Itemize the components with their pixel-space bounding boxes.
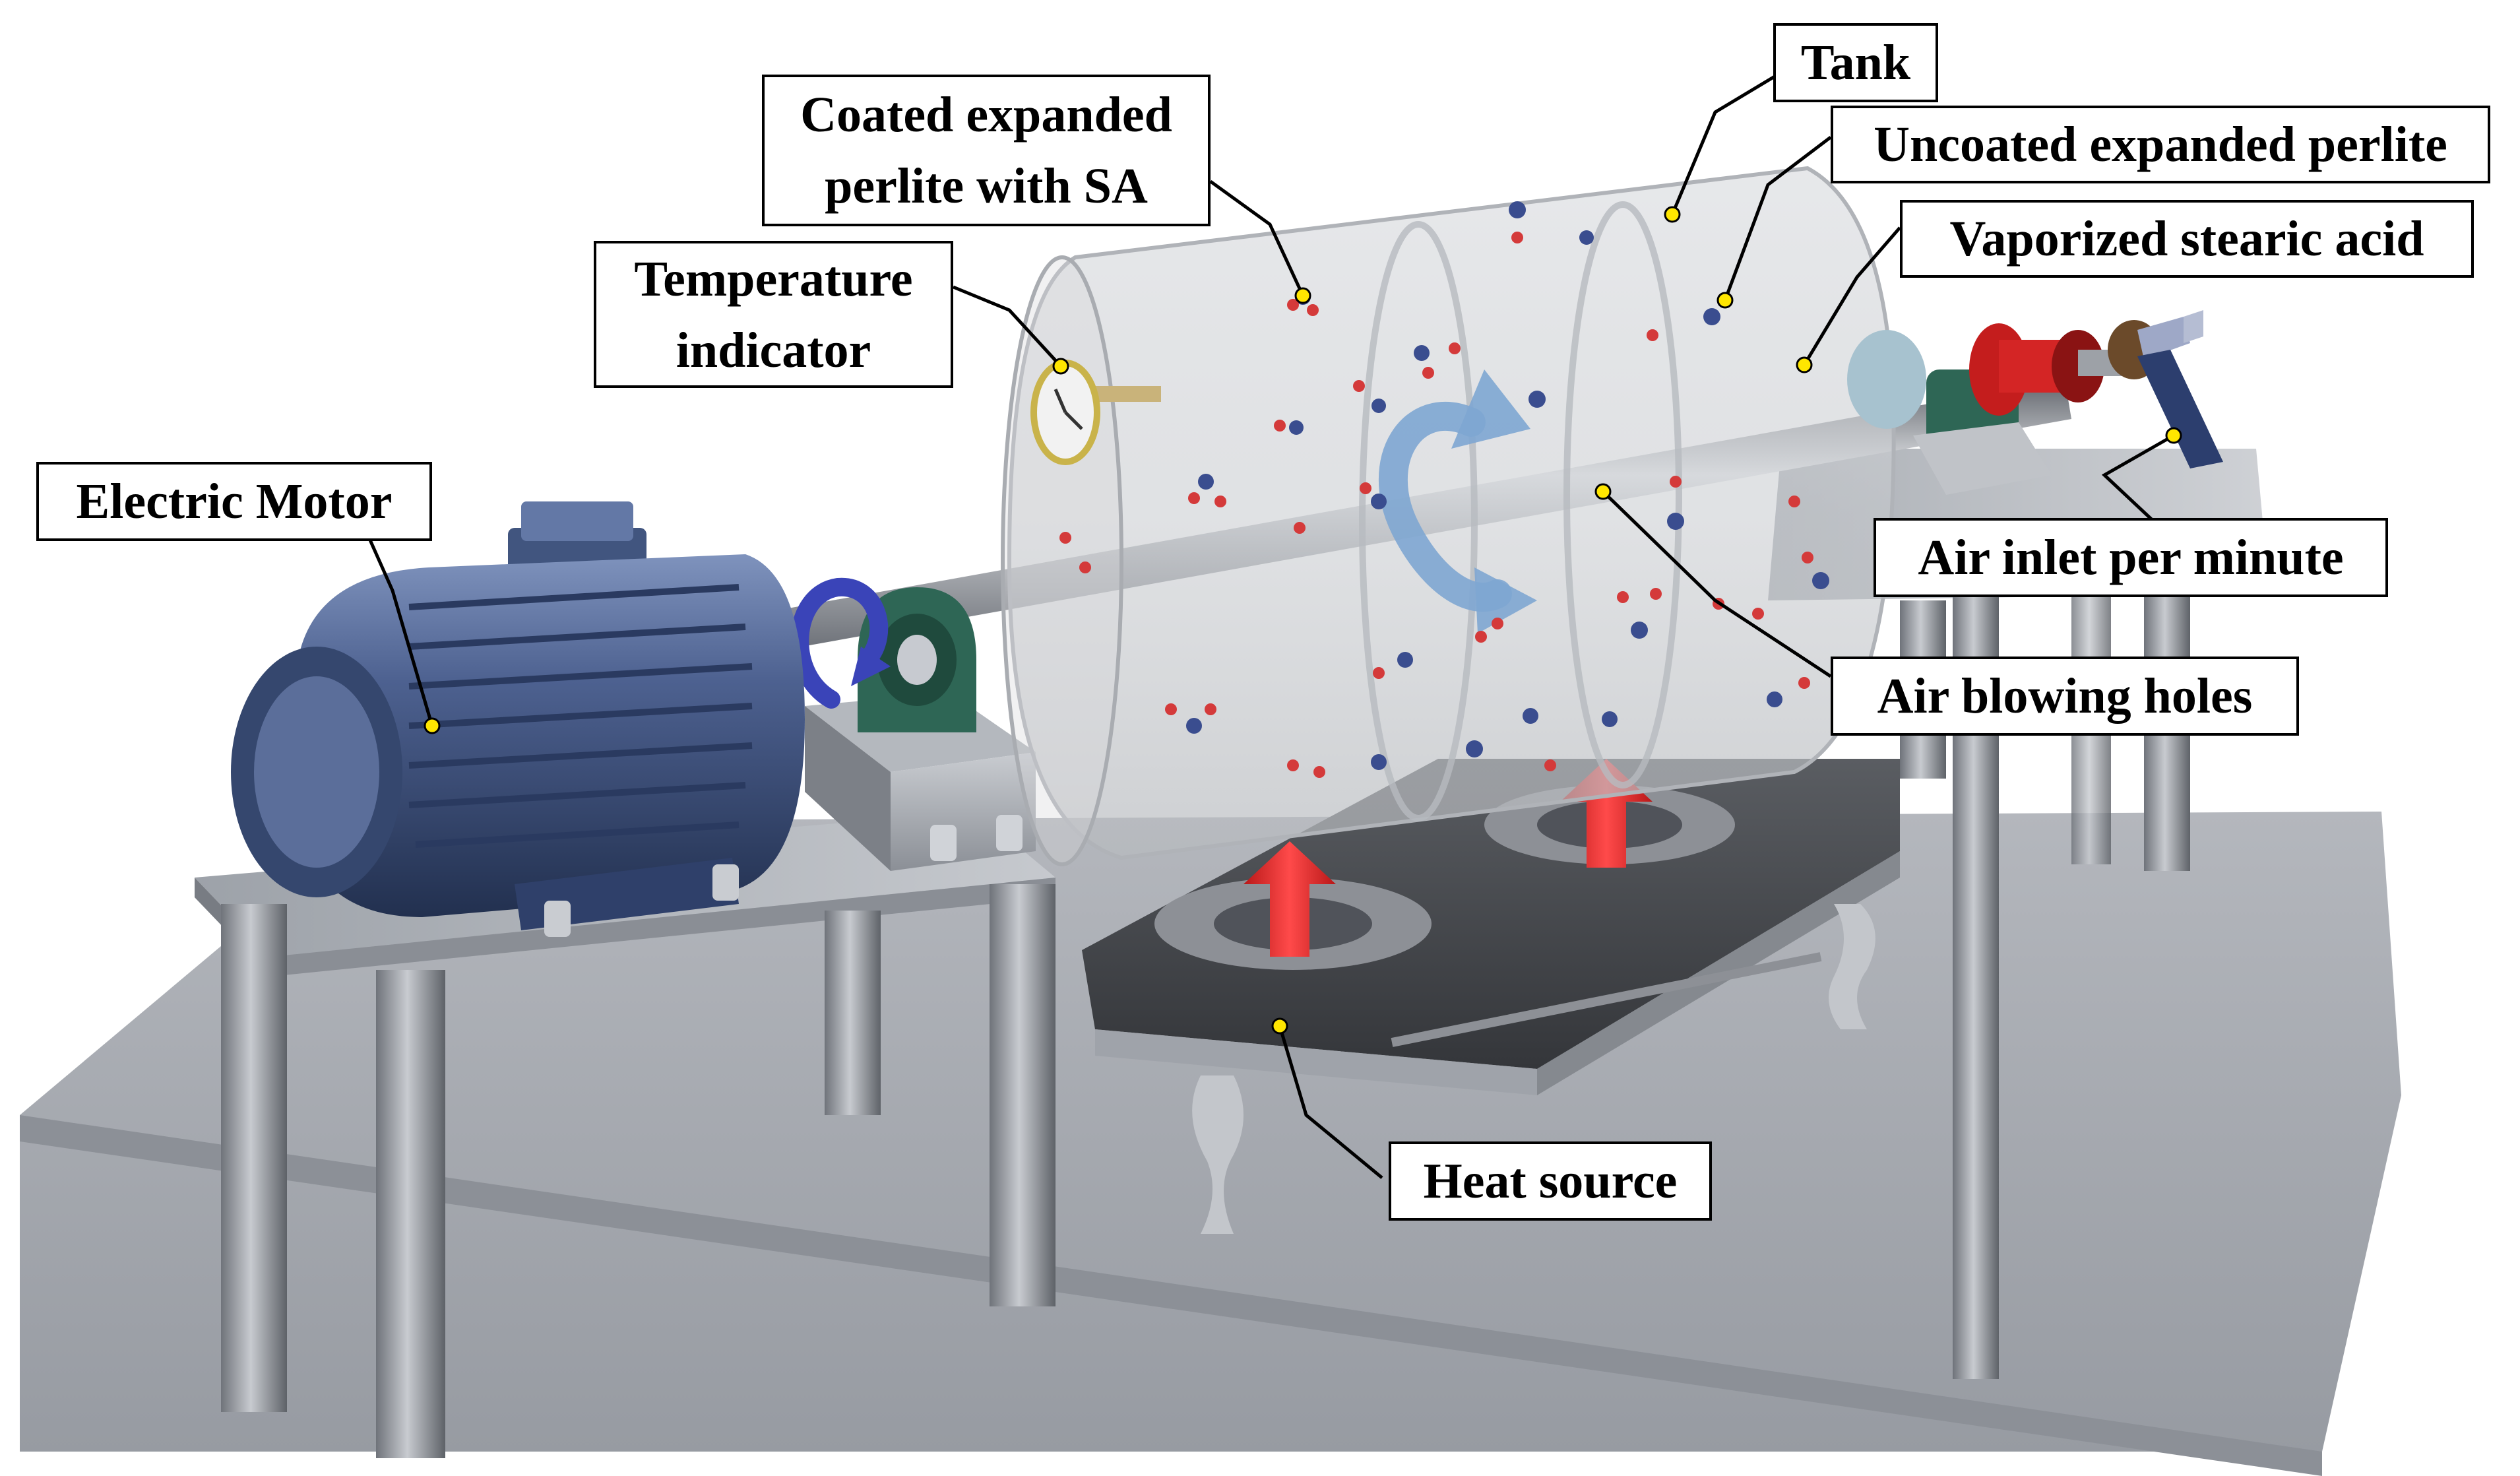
label-uncoated-text: Uncoated expanded perlite: [1874, 117, 2447, 172]
tank-rotation-arrowhead-icon: [1451, 369, 1530, 449]
heat-arrow-left-icon: [1244, 841, 1336, 957]
label-motor-text: Electric Motor: [76, 474, 393, 529]
label-coated-line2: perlite with SA: [825, 158, 1148, 214]
label-tank: Tank: [1773, 23, 1938, 102]
callout-lines: [364, 71, 2175, 1179]
air-inlet-nozzle: [1969, 310, 2223, 468]
label-heat-source: Heat source: [1389, 1141, 1712, 1221]
label-coated-line1: Coated expanded: [800, 87, 1172, 143]
motor-rotation-arrowhead-icon: [851, 647, 891, 686]
electric-motor: [231, 501, 805, 937]
label-heat-text: Heat source: [1423, 1153, 1678, 1209]
callout-dots: [424, 206, 2182, 1035]
rotating-tank: [1001, 166, 1896, 866]
motor-rotation-arrow-icon: [790, 577, 889, 709]
label-coated-perlite: Coated expanded perlite with SA: [762, 75, 1211, 226]
base-platform-edge: [20, 1115, 2322, 1476]
tank-rotation-arrowhead-icon-2: [1474, 567, 1537, 633]
label-temperature-indicator: Temperature indicator: [594, 241, 953, 388]
label-vaporized-text: Vaporized stearic acid: [1949, 211, 2424, 267]
particles: [1059, 201, 1829, 778]
label-temp-line2: indicator: [676, 322, 871, 378]
label-air-blowing-holes: Air blowing holes: [1831, 657, 2299, 736]
label-temp-line1: Temperature: [634, 251, 913, 307]
label-uncoated-perlite: Uncoated expanded perlite: [1831, 106, 2490, 183]
label-air-inlet-text: Air inlet per minute: [1918, 530, 2344, 585]
label-air-inlet: Air inlet per minute: [1874, 518, 2388, 597]
label-vaporized-stearic-acid: Vaporized stearic acid: [1900, 200, 2474, 278]
right-bearing-pedestal: [1847, 330, 2052, 495]
label-electric-motor: Electric Motor: [36, 462, 432, 541]
left-bearing-pedestal: [805, 587, 1036, 871]
label-air-holes-text: Air blowing holes: [1877, 668, 2253, 724]
label-tank-text: Tank: [1800, 35, 1911, 90]
tank-rotation-arrow-icon: [1378, 402, 1512, 612]
